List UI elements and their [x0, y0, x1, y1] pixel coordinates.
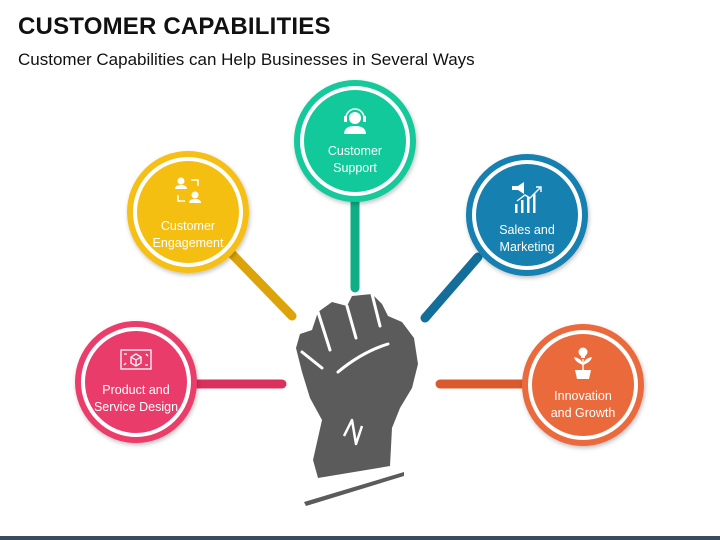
node-customer-support: Customer Support	[294, 80, 416, 202]
users-exchange-icon	[175, 177, 201, 203]
idea-plant-icon	[574, 347, 592, 379]
page-subtitle: Customer Capabilities can Help Businesse…	[18, 50, 475, 69]
node-label-line-1: Innovation	[554, 389, 612, 403]
node-innovation-and-growth: Innovation and Growth	[522, 324, 644, 446]
node-label-line-1: Sales and	[499, 223, 555, 237]
node-sales-and-marketing: Sales and Marketing	[466, 154, 588, 276]
node-label-line-2: Marketing	[500, 240, 555, 254]
node-disc	[85, 331, 187, 433]
node-disc	[476, 164, 578, 266]
footer-bar	[0, 536, 720, 540]
product-box-icon	[120, 349, 152, 370]
connector-customer-engagement	[225, 247, 297, 321]
node-label-line-2: Engagement	[153, 236, 224, 250]
raised-fist-icon	[296, 292, 418, 506]
node-customer-engagement: Customer Engagement	[127, 151, 249, 273]
megaphone-chart-icon	[512, 182, 542, 213]
node-label-line-1: Product and	[102, 383, 169, 397]
node-disc	[137, 161, 239, 263]
node-disc	[304, 90, 406, 192]
node-label-line-1: Customer	[161, 219, 215, 233]
node-label-line-2: and Growth	[551, 406, 616, 420]
node-label-line-1: Customer	[328, 144, 382, 158]
connector-sales-and-marketing	[420, 252, 483, 323]
page-title: CUSTOMER CAPABILITIES	[18, 13, 331, 40]
node-product-and-service-design: Product and Service Design	[75, 321, 197, 443]
node-disc	[532, 334, 634, 436]
headset-agent-icon	[344, 108, 366, 134]
node-label-line-2: Service Design	[94, 400, 178, 414]
node-label-line-2: Support	[333, 161, 377, 175]
